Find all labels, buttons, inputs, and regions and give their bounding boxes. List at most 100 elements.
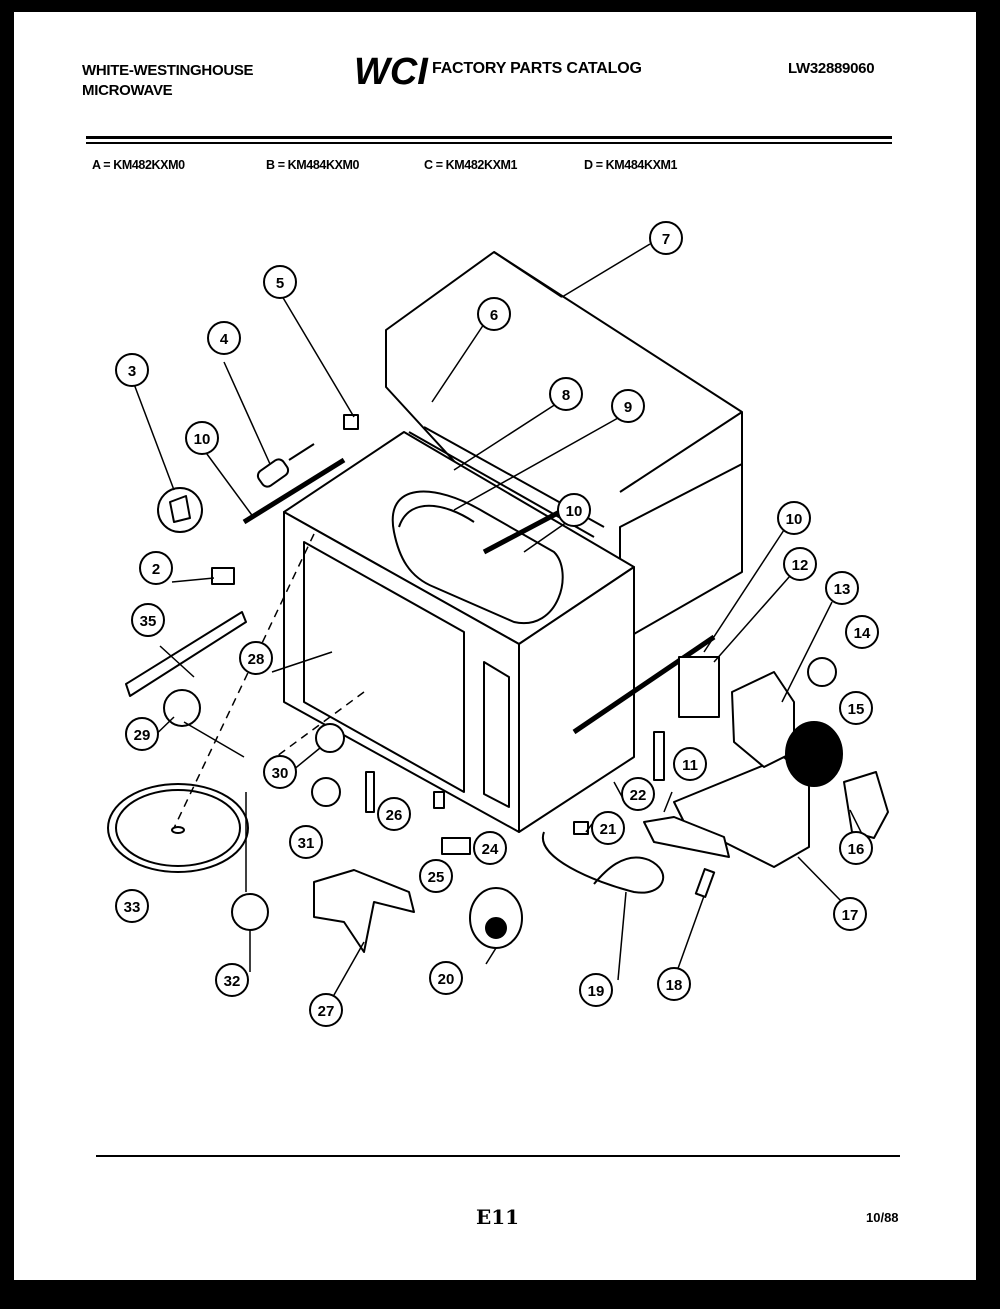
fan-motor-circle — [807, 657, 837, 687]
callout-26-label: 26 — [386, 807, 403, 824]
callout-27: 27 — [309, 993, 343, 1027]
roller-circle — [315, 723, 345, 753]
catalog-page: WHITE-WESTINGHOUSE MICROWAVE WCI FACTORY… — [14, 12, 976, 1280]
callout-25-label: 25 — [428, 869, 445, 886]
callout-24: 24 — [473, 831, 507, 865]
callout-10-c: 10 — [777, 501, 811, 535]
callout-26: 26 — [377, 797, 411, 831]
callout-10-a: 10 — [185, 421, 219, 455]
callout-32: 32 — [215, 963, 249, 997]
model-b: B = KM484KXM0 — [266, 158, 360, 172]
callout-15: 15 — [839, 691, 873, 725]
callout-18: 18 — [657, 967, 691, 1001]
callout-29-label: 29 — [134, 727, 151, 744]
callout-2-label: 2 — [152, 561, 160, 578]
product-type: MICROWAVE — [82, 82, 173, 99]
model-a: A = KM482KXM0 — [92, 158, 185, 172]
callout-9: 9 — [611, 389, 645, 423]
callout-22-label: 22 — [630, 787, 647, 804]
callout-14-label: 14 — [854, 625, 871, 642]
interlock-part — [211, 567, 235, 585]
callout-19: 19 — [579, 973, 613, 1007]
callout-31-label: 31 — [298, 835, 315, 852]
callout-10-b-label: 10 — [566, 503, 583, 520]
callout-30-label: 30 — [272, 765, 289, 782]
callout-12: 12 — [783, 547, 817, 581]
callout-16: 16 — [839, 831, 873, 865]
catalog-title: FACTORY PARTS CATALOG — [432, 60, 642, 77]
transformer-part — [678, 656, 720, 718]
callout-3-label: 3 — [128, 363, 136, 380]
callout-7-label: 7 — [662, 231, 670, 248]
lamp-part — [256, 443, 315, 488]
switch-part — [343, 414, 359, 430]
page-date: 10/88 — [866, 1210, 899, 1225]
callout-27-label: 27 — [318, 1003, 335, 1020]
wci-logo: WCI — [354, 52, 429, 90]
callout-17-label: 17 — [842, 907, 859, 924]
callout-28: 28 — [239, 641, 273, 675]
callout-25: 25 — [419, 859, 453, 893]
callout-20: 20 — [429, 961, 463, 995]
header-rule-bottom — [86, 142, 892, 144]
callout-14: 14 — [845, 615, 879, 649]
callout-16-label: 16 — [848, 841, 865, 858]
blower-wheel — [785, 721, 843, 787]
rod-right — [572, 634, 716, 735]
bulb-circle — [311, 777, 341, 807]
model-c: C = KM482KXM1 — [424, 158, 518, 172]
brand-name: WHITE-WESTINGHOUSE — [82, 62, 254, 79]
callout-10-a-label: 10 — [194, 431, 211, 448]
callout-21: 21 — [591, 811, 625, 845]
outer-cabinet — [385, 251, 743, 643]
waveguide-duct — [391, 490, 564, 625]
bracket-part — [157, 487, 203, 533]
catalog-number: LW32889060 — [788, 60, 875, 77]
callout-19-label: 19 — [588, 983, 605, 1000]
callout-3: 3 — [115, 353, 149, 387]
callout-6: 6 — [477, 297, 511, 331]
footer-rule — [96, 1155, 900, 1157]
part-21-piece — [573, 821, 589, 835]
callout-8-label: 8 — [562, 387, 570, 404]
callout-13-label: 13 — [834, 581, 851, 598]
part-24-piece — [433, 791, 445, 809]
callout-22: 22 — [621, 777, 655, 811]
callout-13: 13 — [825, 571, 859, 605]
callout-17: 17 — [833, 897, 867, 931]
callout-28-label: 28 — [248, 651, 265, 668]
callout-4-label: 4 — [220, 331, 229, 348]
leader-lines — [133, 243, 867, 1003]
shaft-circle — [231, 893, 269, 931]
callout-10-b: 10 — [557, 493, 591, 527]
callout-32-label: 32 — [224, 973, 241, 990]
hinge-part — [643, 816, 730, 858]
rod-upper-left — [242, 457, 346, 525]
callout-31: 31 — [289, 825, 323, 859]
fan-housing — [731, 671, 795, 768]
motor-core — [485, 917, 507, 939]
callout-12-label: 12 — [792, 557, 809, 574]
sensor-part — [694, 868, 716, 898]
rod-center — [482, 504, 571, 555]
callout-29: 29 — [125, 717, 159, 751]
callout-35-label: 35 — [140, 613, 157, 630]
part-25-piece — [441, 837, 471, 855]
page-code: E11 — [476, 1205, 520, 1229]
callout-33: 33 — [115, 889, 149, 923]
callout-11: 11 — [673, 747, 707, 781]
callout-2: 2 — [139, 551, 173, 585]
trim-strip — [125, 611, 247, 697]
part-26-piece — [365, 771, 375, 813]
callout-18-label: 18 — [666, 977, 683, 994]
turntable-tray — [107, 783, 249, 873]
callout-10-c-label: 10 — [786, 511, 803, 528]
part-22-piece — [653, 731, 665, 781]
blower-cover — [843, 771, 889, 839]
callout-24-label: 24 — [482, 841, 499, 858]
callout-4: 4 — [207, 321, 241, 355]
callout-5: 5 — [263, 265, 297, 299]
callout-33-label: 33 — [124, 899, 141, 916]
callout-11-label: 11 — [682, 757, 698, 774]
wire-harness — [541, 831, 665, 894]
